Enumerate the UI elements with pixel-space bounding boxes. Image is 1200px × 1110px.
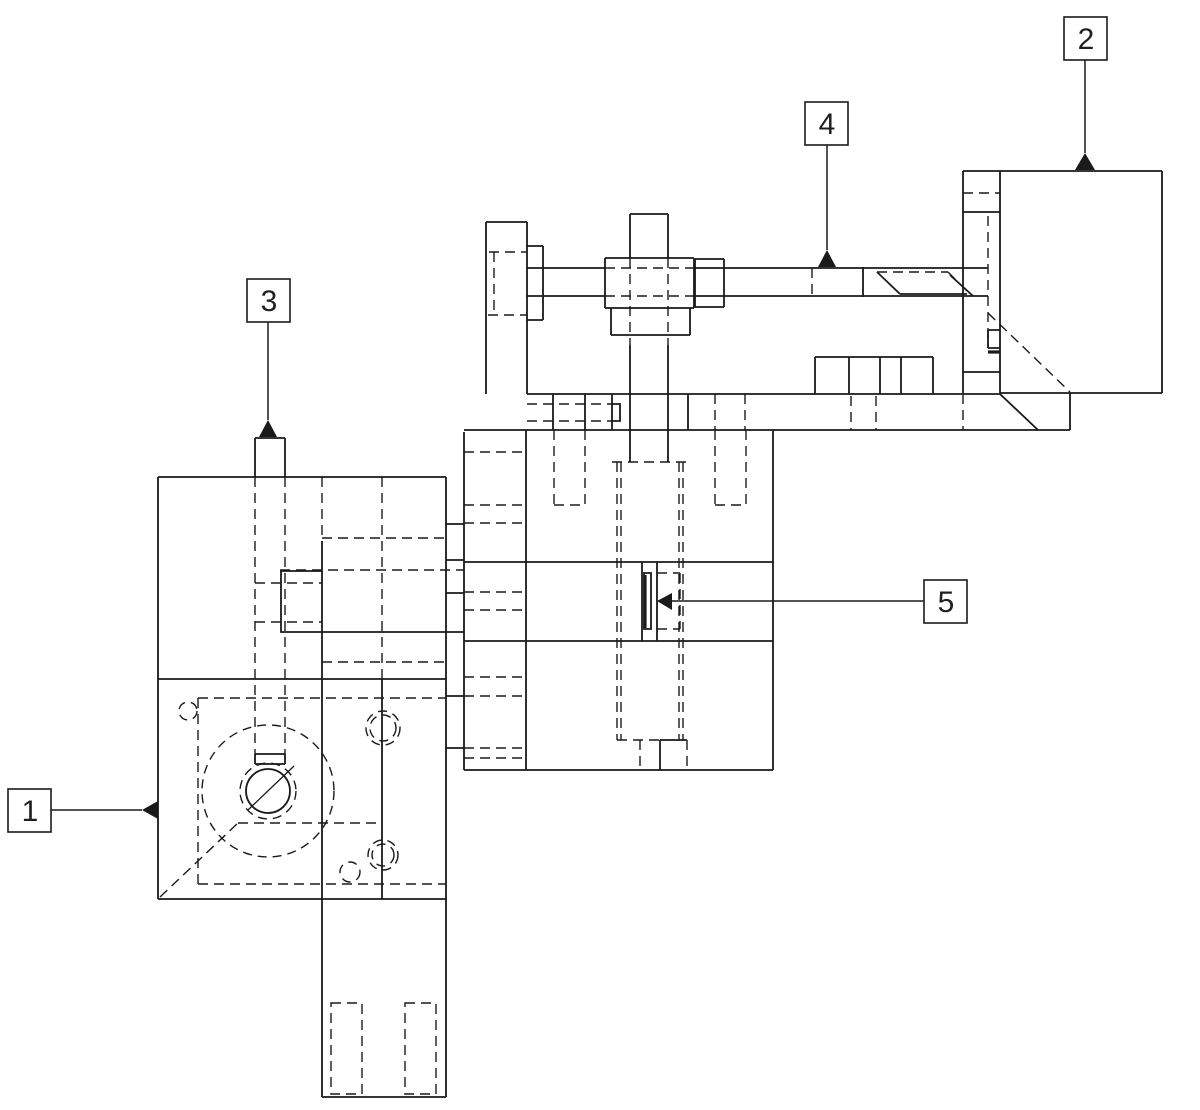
balloon-box <box>804 101 849 146</box>
leader-arrowhead <box>818 250 836 267</box>
balloon-3: 3 <box>246 278 291 437</box>
balloon-label: 1 <box>22 795 39 828</box>
hidden-edges <box>488 251 527 316</box>
leader-arrowhead <box>259 420 277 437</box>
top-plate <box>464 356 1071 431</box>
balloon-5: 5 <box>657 579 968 624</box>
balloon-1: 1 <box>7 788 158 833</box>
tongue-slots-hidden <box>330 1002 437 1095</box>
hidden-bore-circle-large <box>201 724 335 858</box>
balloon-box <box>923 579 968 624</box>
visible-edges <box>527 267 988 297</box>
visible-edges <box>157 476 464 1098</box>
balloon-label: 5 <box>938 586 955 619</box>
balloon-box <box>1063 16 1108 61</box>
balloon-4: 4 <box>804 101 849 267</box>
hidden-hole-right-upper-outer <box>365 710 401 746</box>
hidden-hub-circle <box>239 762 297 820</box>
leader-arrowhead <box>1075 153 1095 170</box>
balloon-label: 3 <box>261 285 278 318</box>
visible-edges <box>485 221 544 394</box>
balloon-label: 4 <box>819 108 836 141</box>
upper-right-block <box>962 170 1163 394</box>
center-post <box>604 213 725 462</box>
balloon-box <box>7 788 52 833</box>
visible-edges <box>464 393 1071 431</box>
balloon-2: 2 <box>1063 16 1108 170</box>
hidden-edges <box>629 258 669 345</box>
hidden-edges <box>605 267 971 297</box>
visible-edges <box>604 213 725 462</box>
horizontal-rod <box>527 267 988 297</box>
hidden-hole-top-left <box>178 701 198 721</box>
balloon-box <box>246 278 291 323</box>
shaft-stub <box>254 437 286 477</box>
hidden-edges <box>963 192 1071 393</box>
hidden-edges <box>464 430 747 770</box>
base-block <box>159 697 446 1095</box>
hidden-hole-small <box>339 861 361 883</box>
hidden-hole-right-lower-outer <box>367 839 399 871</box>
gear-block <box>463 430 774 771</box>
leader-arrowhead <box>657 593 672 610</box>
hidden-edges <box>254 477 464 754</box>
left-housing-block <box>157 437 464 1098</box>
mount-foot <box>814 356 934 394</box>
bore-slash <box>247 765 295 811</box>
visible-edges <box>463 430 774 771</box>
visible-edges <box>962 170 1163 394</box>
hidden-hole-right-upper-inner <box>369 714 397 742</box>
hidden-hole-right-lower-inner <box>371 843 395 867</box>
balloon-label: 2 <box>1078 23 1095 56</box>
left-post <box>485 221 544 394</box>
leader-arrowhead <box>142 801 158 819</box>
interface-strip <box>446 523 464 749</box>
hidden-edges <box>527 394 964 430</box>
shaft-bore-circle <box>245 768 291 814</box>
